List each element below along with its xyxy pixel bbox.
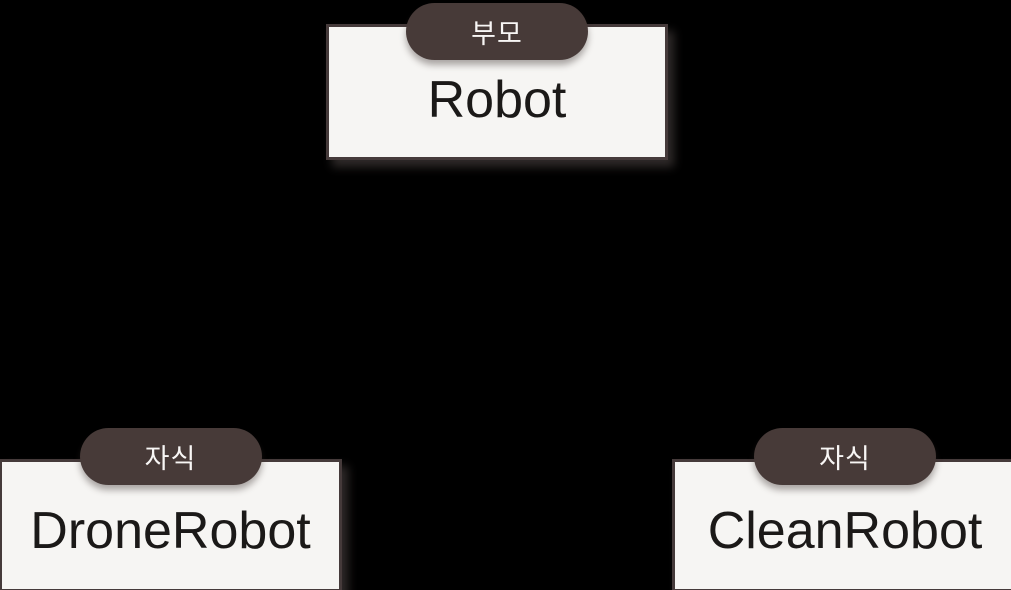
node-drone-robot-label: DroneRobot bbox=[30, 502, 311, 560]
child-role-badge: 자식 bbox=[79, 428, 262, 485]
node-clean-robot-label: CleanRobot bbox=[707, 502, 983, 560]
node-clean-robot: 자식 CleanRobot bbox=[672, 428, 1011, 590]
child-role-badge: 자식 bbox=[754, 428, 936, 485]
parent-role-badge: 부모 bbox=[406, 3, 588, 60]
node-drone-robot: 자식 DroneRobot bbox=[0, 428, 342, 590]
parent-role-badge-label: 부모 bbox=[471, 19, 523, 49]
child-role-badge-label: 자식 bbox=[144, 444, 197, 474]
node-robot-label: Robot bbox=[427, 71, 567, 129]
node-robot: 부모 Robot bbox=[326, 3, 668, 160]
child-role-badge-label: 자식 bbox=[819, 444, 871, 474]
